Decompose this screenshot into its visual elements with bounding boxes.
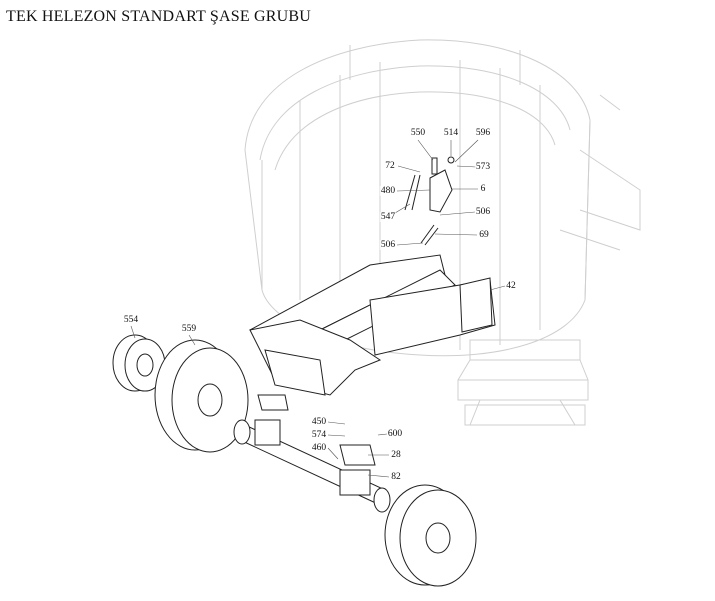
callout-514: 514 bbox=[442, 128, 460, 138]
callout-550: 550 bbox=[409, 128, 427, 138]
callout-559: 559 bbox=[180, 324, 198, 334]
mixer-tank-ghost bbox=[244, 39, 641, 426]
callout-460: 460 bbox=[310, 443, 328, 453]
callout-573: 573 bbox=[474, 162, 492, 172]
callout-547: 547 bbox=[379, 212, 397, 222]
callout-450: 450 bbox=[310, 417, 328, 427]
page-title: TEK HELEZON STANDART ŞASE GRUBU bbox=[6, 8, 311, 25]
callout-72: 72 bbox=[384, 161, 396, 171]
callout-69: 69 bbox=[478, 230, 490, 240]
callout-554: 554 bbox=[122, 315, 140, 325]
callout-480: 480 bbox=[379, 186, 397, 196]
tire-559 bbox=[154, 339, 249, 453]
wheel-rim-554 bbox=[112, 334, 166, 392]
callout-506-upper: 506 bbox=[474, 207, 492, 217]
callout-600: 600 bbox=[386, 429, 404, 439]
tire-right bbox=[384, 484, 477, 587]
callout-596: 596 bbox=[474, 128, 492, 138]
callout-42: 42 bbox=[505, 281, 517, 291]
callout-28: 28 bbox=[390, 450, 402, 460]
callout-82: 82 bbox=[390, 472, 402, 482]
cylinder-assembly bbox=[404, 156, 455, 246]
callout-6: 6 bbox=[479, 184, 487, 194]
callout-506-lower: 506 bbox=[379, 240, 397, 250]
axle bbox=[233, 394, 391, 513]
leader-lines bbox=[130, 139, 506, 478]
chassis-frame bbox=[249, 254, 496, 396]
callout-574: 574 bbox=[310, 430, 328, 440]
